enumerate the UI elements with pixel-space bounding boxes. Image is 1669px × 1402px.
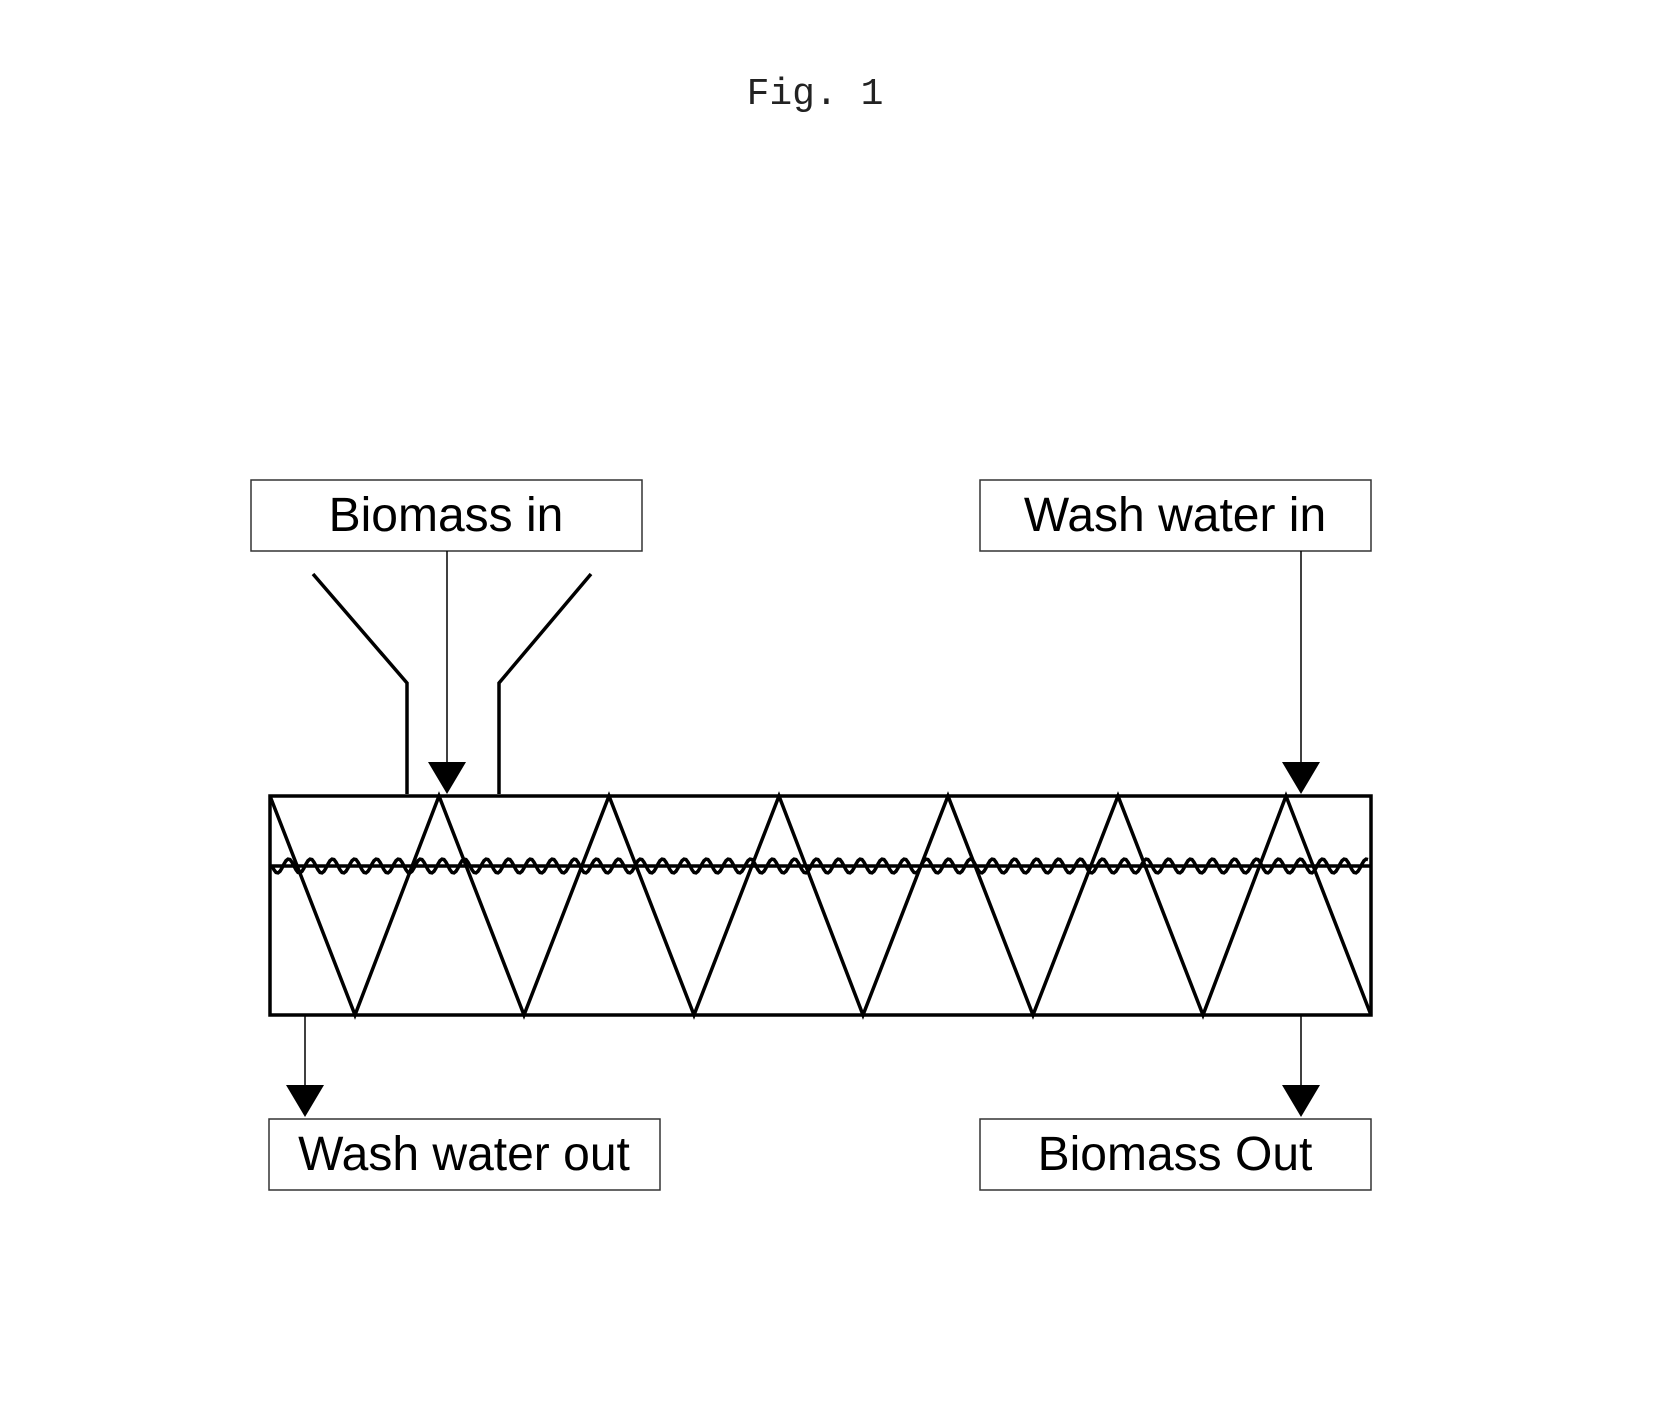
biomass-in-label: Biomass in: [329, 489, 564, 542]
screw-conveyor: [270, 796, 1371, 1015]
wash-water-out-arrow: [286, 1015, 324, 1117]
wash-water-in-label: Wash water in: [1024, 489, 1326, 542]
biomass-in-box: Biomass in: [251, 480, 642, 551]
figure-title: Fig. 1: [747, 73, 884, 116]
feed-hopper: [313, 574, 591, 794]
wash-water-in-box: Wash water in: [980, 480, 1371, 551]
biomass-out-arrow: [1282, 1015, 1320, 1117]
wash-water-out-label: Wash water out: [298, 1128, 630, 1181]
biomass-out-label: Biomass Out: [1038, 1128, 1313, 1181]
wash-water-out-box: Wash water out: [269, 1119, 660, 1190]
wash-water-in-arrow: [1282, 551, 1320, 794]
biomass-out-box: Biomass Out: [980, 1119, 1371, 1190]
biomass-in-arrow: [428, 551, 466, 794]
